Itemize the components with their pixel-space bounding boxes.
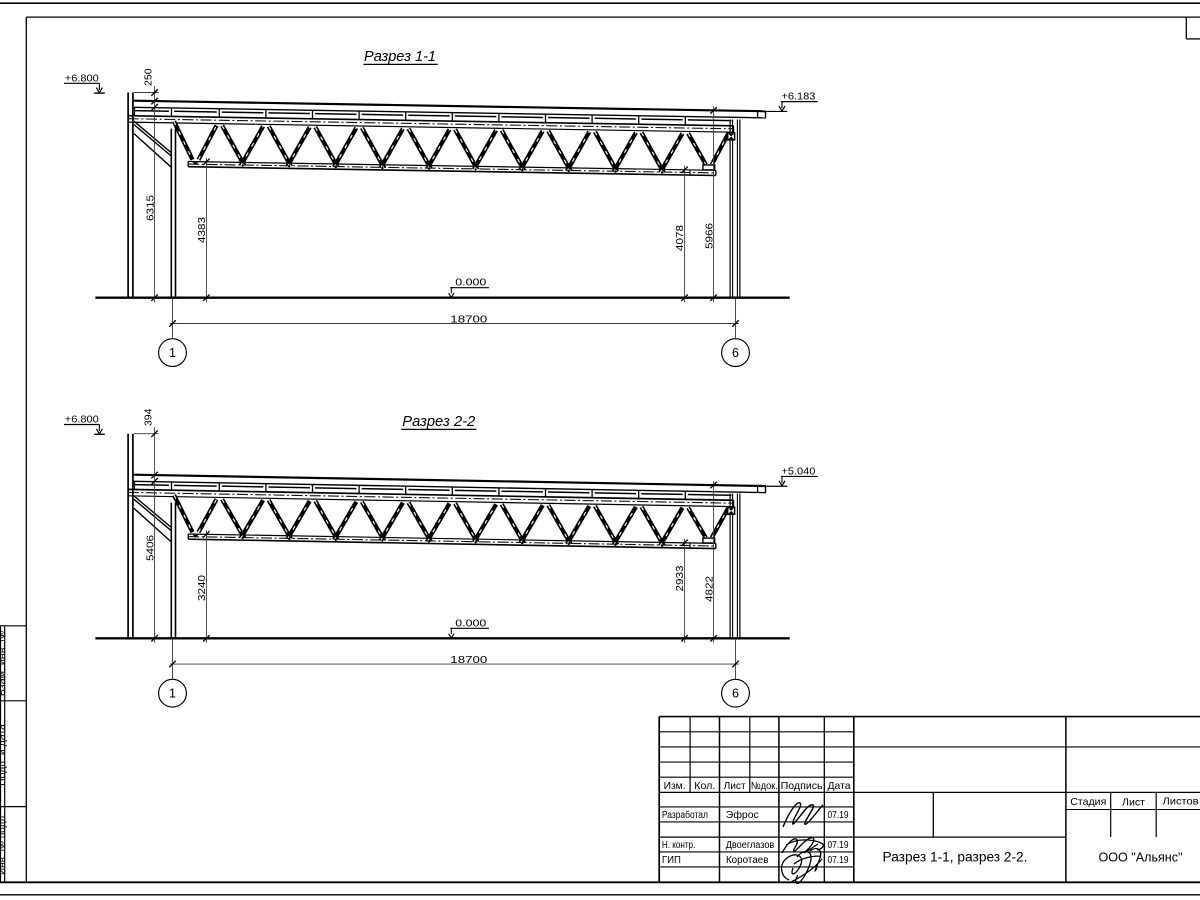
svg-text:Инв. № подл.: Инв. № подл. [0, 813, 8, 875]
svg-text:3240: 3240 [197, 575, 208, 601]
svg-text:Подп. и дата: Подп. и дата [0, 724, 8, 786]
svg-text:Разработал: Разработал [662, 809, 708, 821]
svg-text:18700: 18700 [450, 314, 487, 325]
svg-text:+5.040: +5.040 [781, 466, 815, 477]
svg-text:Разрез 2-2: Разрез 2-2 [402, 414, 475, 430]
svg-text:6: 6 [732, 687, 739, 701]
svg-text:Эфрос: Эфрос [726, 809, 759, 821]
svg-text:№док.: №док. [751, 781, 778, 792]
svg-text:Подпись: Подпись [781, 781, 823, 792]
svg-text:5966: 5966 [704, 223, 715, 249]
svg-text:Двоеглазов: Двоеглазов [726, 840, 775, 851]
svg-text:250: 250 [144, 68, 155, 86]
svg-text:Коротаев: Коротаев [726, 855, 769, 866]
svg-text:Кол.: Кол. [694, 781, 715, 792]
svg-text:4078: 4078 [675, 225, 686, 251]
svg-text:+6.800: +6.800 [65, 73, 99, 84]
svg-text:07.19: 07.19 [828, 855, 849, 866]
svg-text:ГИП: ГИП [662, 855, 681, 866]
svg-text:+6.800: +6.800 [65, 415, 99, 426]
svg-text:Разрез 1-1: Разрез 1-1 [364, 49, 436, 65]
svg-text:+6.183: +6.183 [781, 92, 815, 103]
svg-text:Дата: Дата [828, 781, 851, 792]
svg-text:ООО "Альянс": ООО "Альянс" [1099, 850, 1183, 865]
svg-text:4383: 4383 [197, 217, 208, 243]
svg-text:Стадия: Стадия [1070, 796, 1106, 808]
svg-text:0.000: 0.000 [455, 278, 487, 289]
svg-text:4822: 4822 [704, 576, 715, 602]
svg-text:Взам. инв. №: Взам. инв. № [0, 630, 8, 696]
svg-text:Н. контр.: Н. контр. [662, 840, 696, 851]
svg-text:18700: 18700 [450, 655, 487, 666]
svg-text:Разрез 1-1, разрез 2-2.: Разрез 1-1, разрез 2-2. [883, 850, 1028, 865]
svg-text:1: 1 [169, 687, 176, 701]
svg-text:2933: 2933 [675, 565, 686, 591]
svg-text:6315: 6315 [145, 195, 156, 221]
svg-text:1: 1 [169, 346, 176, 360]
svg-text:5406: 5406 [145, 535, 156, 561]
svg-text:Изм.: Изм. [664, 781, 686, 792]
svg-text:Лист: Лист [724, 781, 746, 792]
svg-text:07.19: 07.19 [828, 810, 849, 821]
svg-text:6: 6 [732, 346, 739, 360]
svg-text:394: 394 [144, 408, 155, 426]
svg-text:07.19: 07.19 [828, 840, 849, 851]
svg-text:0.000: 0.000 [455, 618, 487, 629]
svg-text:Лист: Лист [1122, 797, 1145, 809]
svg-text:Листов: Листов [1163, 796, 1199, 808]
